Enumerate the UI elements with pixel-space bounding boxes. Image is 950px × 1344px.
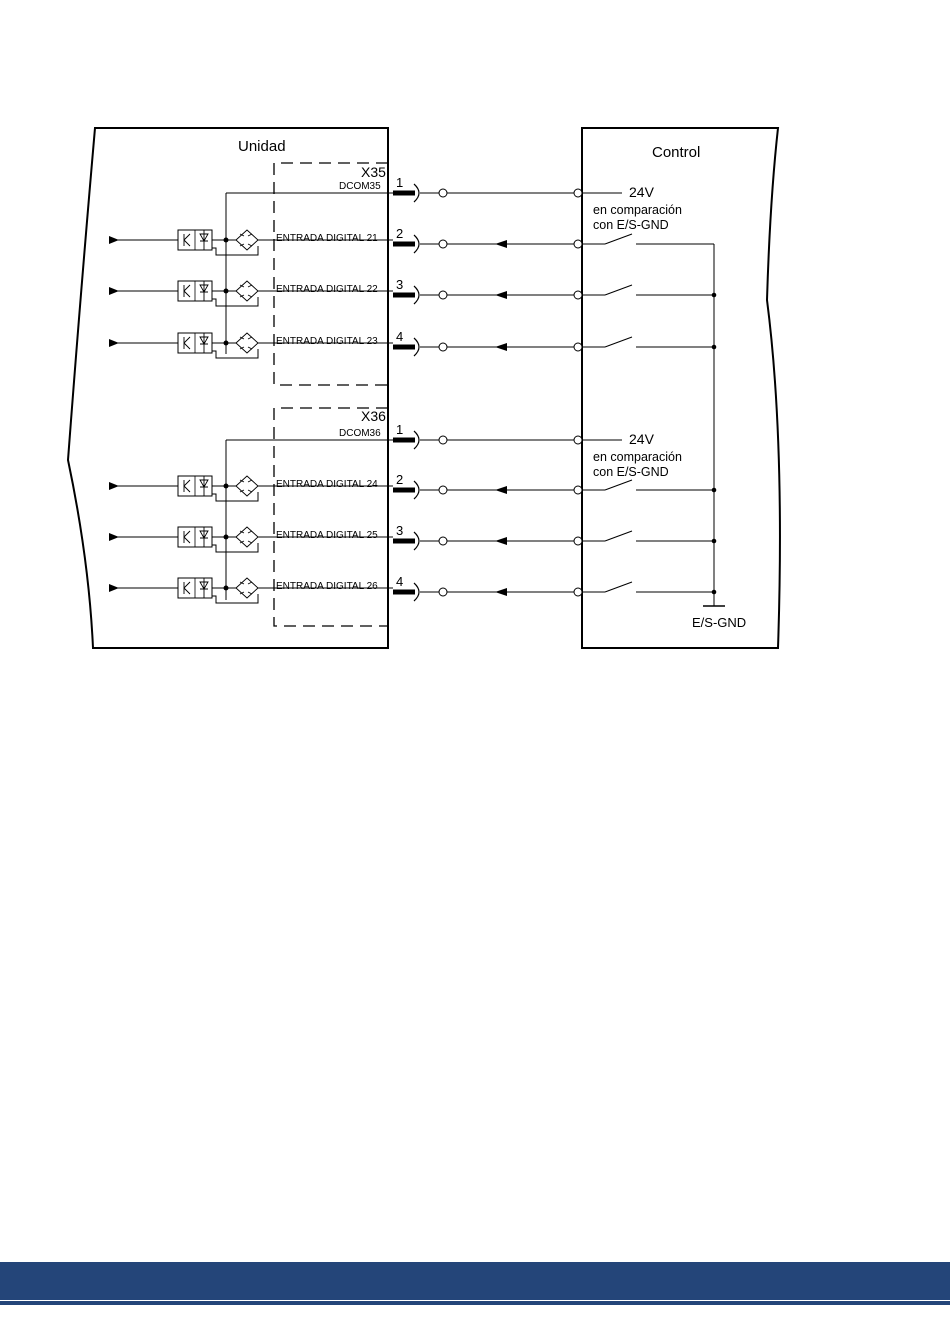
input-label: ENTRADA DIGITAL 23: [276, 336, 378, 347]
switch: [605, 531, 632, 541]
connector-x36-common: DCOM36: [339, 428, 381, 439]
supply-x35-voltage: 24V: [629, 184, 655, 200]
pin-number: 1: [396, 175, 403, 190]
current-arrow: [495, 291, 507, 299]
rectifier-bridge: [236, 527, 258, 547]
pin-number: 1: [396, 422, 403, 437]
connector-x35-name: X35: [361, 164, 386, 180]
pin-x36-1: 1: [393, 422, 622, 449]
input-row: ENTRADA DIGITAL 25 3: [118, 523, 716, 552]
input-label: ENTRADA DIGITAL 25: [276, 530, 378, 541]
current-arrow: [495, 486, 507, 494]
pin-x35-1: 1: [393, 175, 622, 202]
input-row: ENTRADA DIGITAL 22 3: [118, 277, 716, 306]
pin-number: 3: [396, 277, 403, 292]
pin-number: 4: [396, 329, 403, 344]
supply-x35-line1: en comparación: [593, 203, 682, 217]
supply-x36-voltage: 24V: [629, 431, 655, 447]
supply-x36-line2: con E/S-GND: [593, 465, 669, 479]
switch: [605, 582, 632, 592]
control-title: Control: [652, 144, 700, 161]
connector-x36-housing: [274, 408, 388, 626]
switch: [605, 480, 632, 490]
rectifier-bridge: [236, 578, 258, 598]
connector-x35-housing: [274, 163, 388, 385]
input-label: ENTRADA DIGITAL 22: [276, 284, 378, 295]
pin-number: 4: [396, 574, 403, 589]
current-arrow: [495, 343, 507, 351]
input-row: ENTRADA DIGITAL 26 4: [118, 574, 716, 603]
pin-number: 2: [396, 472, 403, 487]
input-label: ENTRADA DIGITAL 24: [276, 479, 378, 490]
rectifier-bridge: [236, 476, 258, 496]
unit-title: Unidad: [238, 138, 286, 155]
rectifier-bridge: [236, 230, 258, 250]
footer-line: [0, 1301, 950, 1305]
current-arrow: [495, 537, 507, 545]
input-row: ENTRADA DIGITAL 23 4: [118, 329, 716, 358]
switch: [605, 337, 632, 347]
switch: [605, 234, 632, 244]
supply-x35-line2: con E/S-GND: [593, 218, 669, 232]
footer-band: [0, 1262, 950, 1300]
rectifier-bridge: [236, 333, 258, 353]
current-arrow: [495, 588, 507, 596]
supply-x36-line1: en comparación: [593, 450, 682, 464]
unit-block: [68, 128, 388, 648]
rectifier-bridge: [236, 281, 258, 301]
pin-number: 3: [396, 523, 403, 538]
switch: [605, 285, 632, 295]
ground-label: E/S-GND: [692, 615, 746, 630]
connector-x36-name: X36: [361, 408, 386, 424]
input-label: ENTRADA DIGITAL 26: [276, 581, 378, 592]
pin-number: 2: [396, 226, 403, 241]
current-arrow: [495, 240, 507, 248]
input-label: ENTRADA DIGITAL 21: [276, 233, 378, 244]
connector-x35-common: DCOM35: [339, 181, 381, 192]
